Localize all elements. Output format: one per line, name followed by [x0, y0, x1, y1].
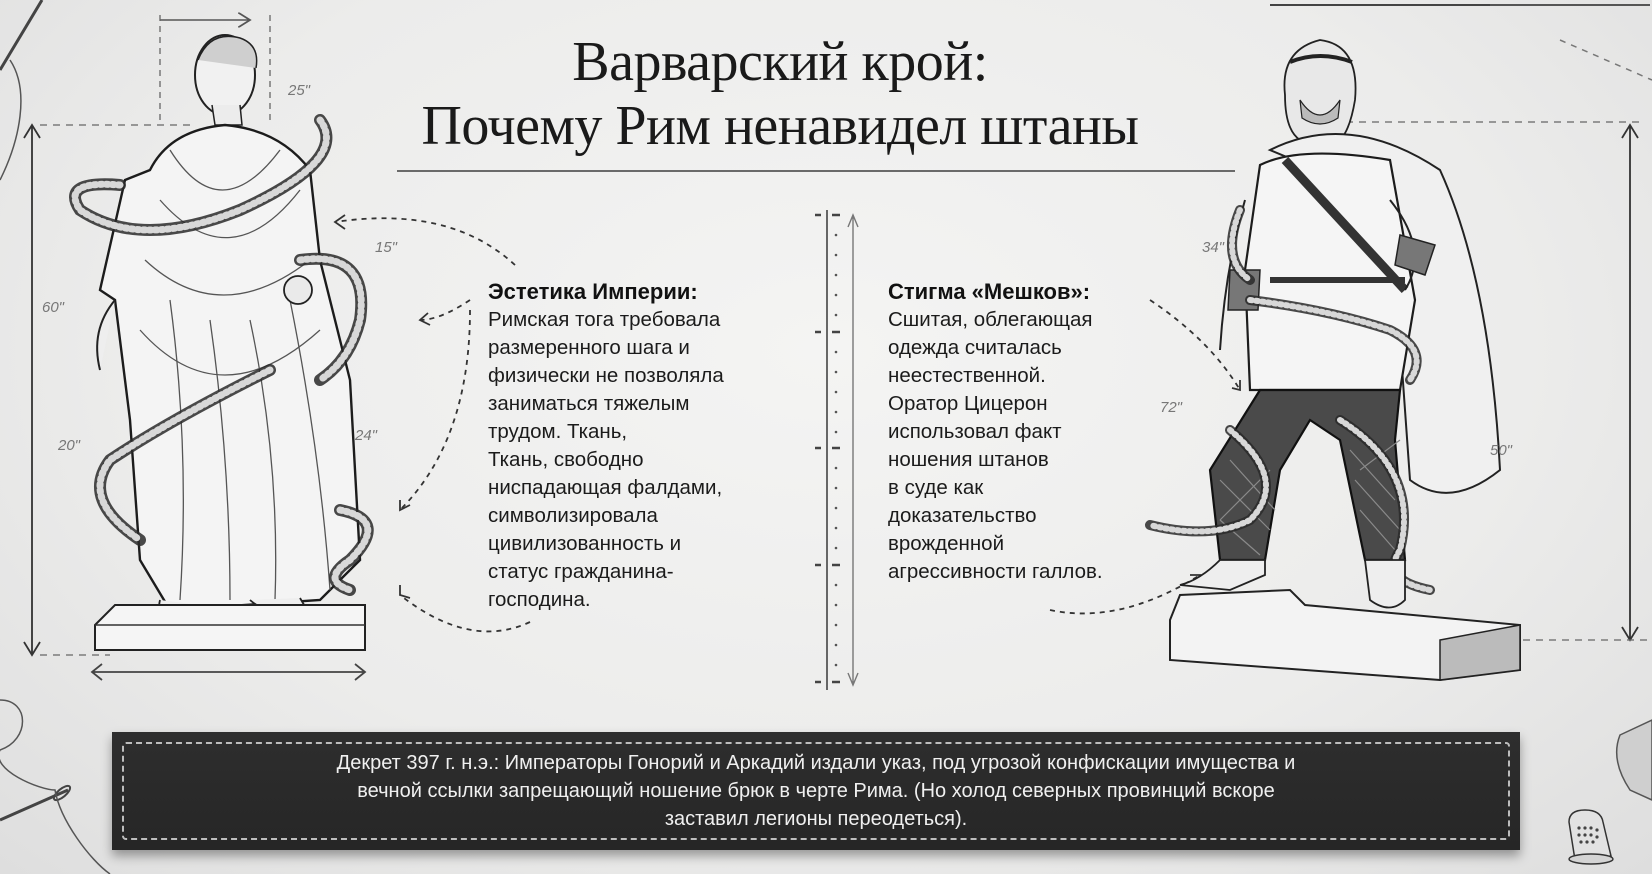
svg-text:15": 15" [375, 239, 398, 256]
empire-aesthetics-heading: Эстетика Империи: [488, 279, 698, 304]
title-line-1: Варварский крой: [572, 31, 988, 93]
roman-statue-illustration: 25" 60" 20" 24" 15" [23, 0, 398, 681]
decree-banner: Декрет 397 г. н.э.: Императоры Гонорий и… [112, 732, 1520, 850]
title-line-2: Почему Рим ненавидел штаны [421, 95, 1139, 157]
svg-text:34": 34" [1202, 239, 1225, 256]
empire-aesthetics-body: Римская тога требовала размеренного шага… [488, 308, 724, 611]
title-underline [397, 170, 1235, 172]
svg-text:20": 20" [57, 437, 81, 454]
svg-text:60": 60" [42, 299, 65, 316]
bags-stigma-panel: Стигма «Мешков»: Сшитая, облегающая одеж… [888, 278, 1148, 586]
empire-aesthetics-panel: Эстетика Империи: Римская тога требовала… [488, 278, 778, 614]
gaul-warrior-illustration: 34" 72" 50" [1145, 4, 1652, 682]
svg-text:25": 25" [287, 82, 311, 99]
svg-text:50": 50" [1490, 442, 1513, 459]
decree-stitched-border: Декрет 397 г. н.э.: Императоры Гонорий и… [122, 742, 1510, 840]
page-title: Варварский крой: Почему Рим ненавидел шт… [370, 30, 1190, 158]
center-ruler [815, 210, 859, 690]
thimble-icon [1568, 809, 1614, 865]
decree-text: Декрет 397 г. н.э.: Императоры Гонорий и… [336, 752, 1296, 830]
svg-text:72": 72" [1160, 399, 1183, 416]
bags-stigma-heading: Стигма «Мешков»: [888, 279, 1091, 304]
bags-stigma-body: Сшитая, облегающая одежда считалась неес… [888, 308, 1103, 583]
svg-text:24": 24" [354, 427, 378, 444]
